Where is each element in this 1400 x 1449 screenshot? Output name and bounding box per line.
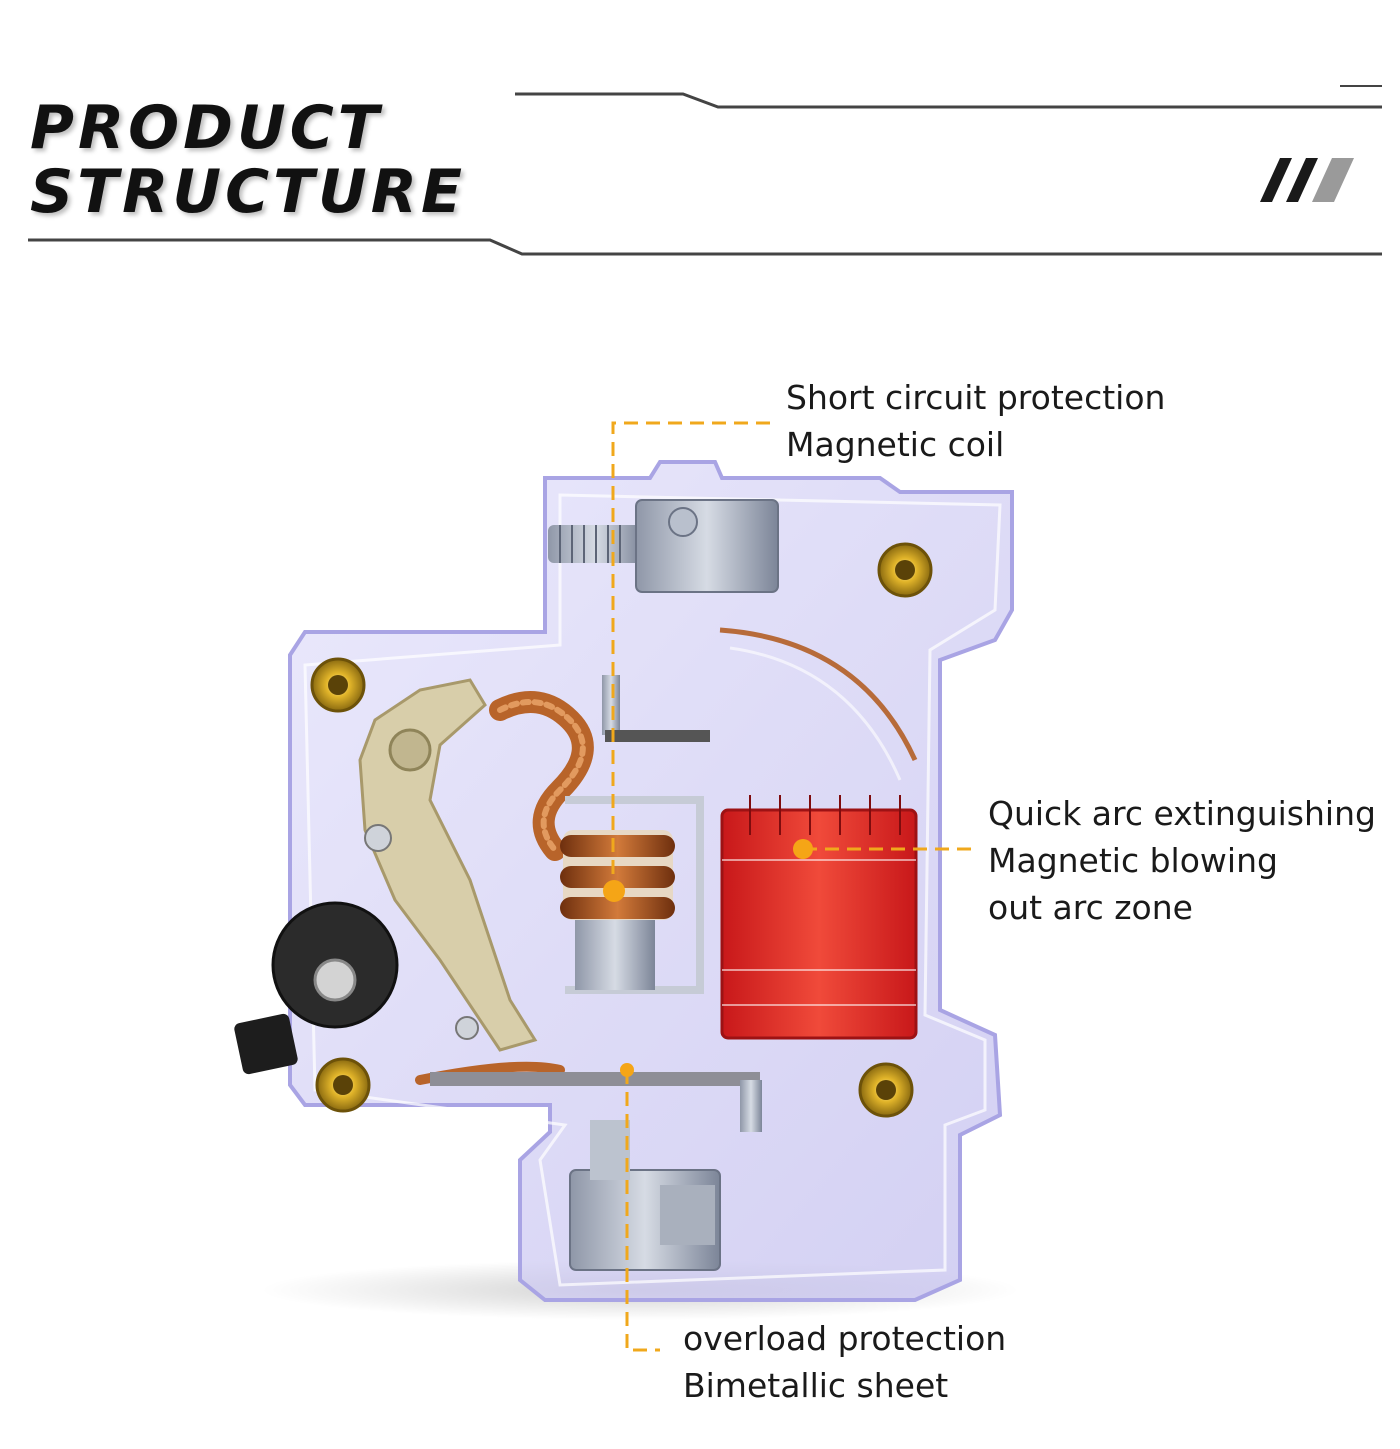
header-top-rule [515, 92, 1382, 109]
rivet-top-right [877, 542, 933, 598]
callout-short-circuit-line2: Magnetic coil [786, 425, 1005, 464]
rivet-bottom-right [858, 1062, 914, 1118]
top-terminal [548, 499, 779, 593]
title-line-2: STRUCTURE [30, 157, 466, 227]
bottom-rail [430, 1072, 760, 1086]
title-line-1: PRODUCT [30, 93, 383, 163]
leader-overload [625, 1070, 660, 1352]
header-bottom-rule [28, 238, 1382, 256]
arc-runner [719, 627, 918, 762]
handle-lever [358, 678, 538, 1052]
marker-coil [603, 880, 625, 902]
rivet-left-top [310, 657, 366, 713]
callout-arc-line3: out arc zone [988, 888, 1193, 927]
callout-overload-line2: Bimetallic sheet [683, 1366, 949, 1405]
slash-decoration-icon [1260, 158, 1354, 202]
toggle-knob [234, 901, 399, 1075]
callout-arc-zone: Quick arc extinguishing Magnetic blowing… [988, 790, 1376, 931]
magnetic-coil [560, 830, 675, 990]
callout-overload: overload protection Bimetallic sheet [683, 1315, 1006, 1409]
marker-arc-zone [793, 839, 813, 859]
marker-bimetal [620, 1063, 634, 1077]
callout-arc-line2: Magnetic blowing [988, 841, 1278, 880]
header-decoration [28, 85, 1382, 256]
callout-short-circuit: Short circuit protection Magnetic coil [786, 374, 1165, 468]
arc-chute [720, 795, 918, 1040]
callout-arc-line1: Quick arc extinguishing [988, 794, 1376, 833]
bimetallic-terminal [569, 1120, 721, 1271]
page-title: PRODUCT STRUCTURE [30, 96, 466, 224]
leader-short-circuit [611, 421, 770, 890]
housing-inner-edge [303, 493, 1002, 1287]
leader-lines [611, 421, 975, 1352]
callout-short-circuit-line1: Short circuit protection [786, 378, 1166, 417]
rivet-left-bottom [315, 1057, 371, 1113]
callout-overload-line1: overload protection [683, 1319, 1007, 1358]
